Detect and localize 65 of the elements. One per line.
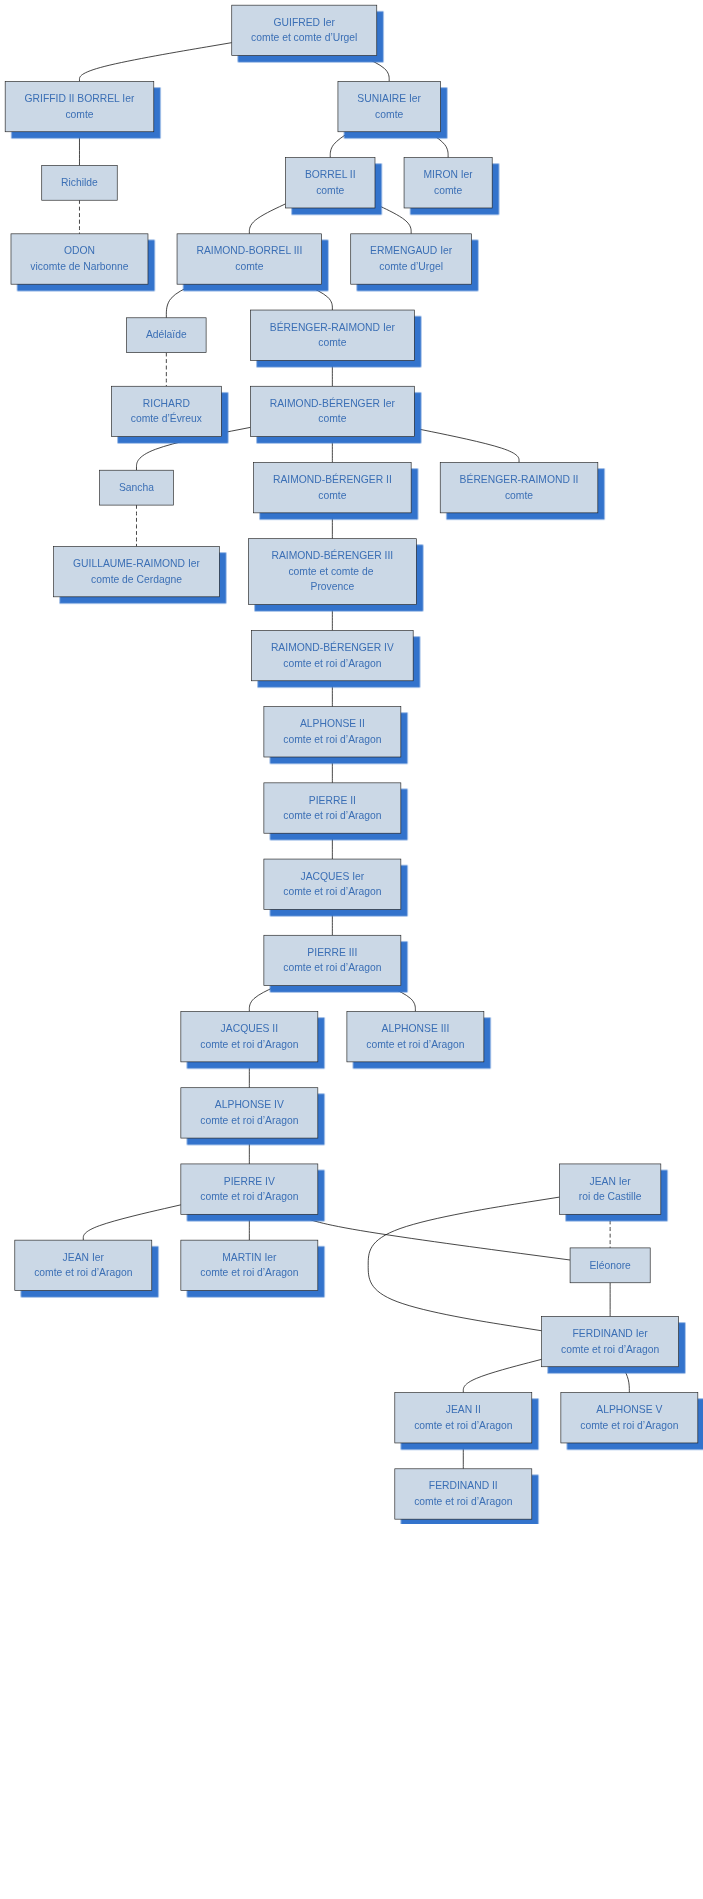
node-box: SUNIAIRE Ier comte xyxy=(337,81,441,133)
node-box: GRIFFID II BORREL Ier comte xyxy=(4,81,155,133)
node-box: Eléonore xyxy=(569,1247,651,1284)
connector xyxy=(374,203,412,235)
connector xyxy=(248,1061,250,1089)
connector xyxy=(413,427,520,463)
connector xyxy=(331,832,333,860)
node-box: JACQUES Ier comte et roi d’Aragon xyxy=(263,858,402,910)
connector xyxy=(462,1358,543,1393)
node-box: ALPHONSE V comte et roi d’Aragon xyxy=(560,1392,699,1444)
connector xyxy=(331,756,333,784)
node-box: MARTIN Ier comte et roi d’Aragon xyxy=(180,1239,319,1291)
connector xyxy=(622,1366,630,1393)
connector xyxy=(136,504,137,547)
node-box: ALPHONSE IV comte et roi d’Aragon xyxy=(180,1087,319,1139)
connector xyxy=(331,512,333,540)
connector xyxy=(331,360,333,387)
node-box: BORREL II comte xyxy=(285,157,376,209)
connector xyxy=(248,203,286,235)
connector xyxy=(609,1282,611,1317)
connector xyxy=(331,604,333,631)
node-box: FERDINAND Ier comte et roi d’Aragon xyxy=(541,1316,679,1368)
node-box: ODON vicomte de Narbonne xyxy=(10,233,149,285)
connector xyxy=(331,680,333,707)
node-box: RICHARD comte d’Évreux xyxy=(111,385,222,437)
node-box: PIERRE III comte et roi d’Aragon xyxy=(263,934,402,986)
connector xyxy=(82,1204,182,1241)
connector xyxy=(79,42,233,82)
node-box: JEAN II comte et roi d’Aragon xyxy=(394,1392,533,1444)
node-box: Adélaïde xyxy=(126,317,207,353)
connector xyxy=(367,1196,560,1332)
connector xyxy=(329,131,351,158)
node-box: GUIFRED Ier comte et comte d’Urgel xyxy=(231,4,378,56)
node-box: MIRON Ier comte xyxy=(403,157,493,209)
node-box: FERDINAND II comte et roi d’Aragon xyxy=(394,1468,533,1520)
node-box: RAIMOND-BORREL III comte xyxy=(176,233,322,285)
node-box: ALPHONSE III comte et roi d’Aragon xyxy=(346,1011,485,1063)
connector xyxy=(248,985,278,1012)
node-box: GUILLAUME-RAIMOND Ier comte de Cerdagne xyxy=(53,546,220,598)
connector xyxy=(331,436,333,463)
node-box: JACQUES II comte et roi d’Aragon xyxy=(180,1011,319,1063)
connector xyxy=(360,55,390,82)
connector xyxy=(248,1137,250,1165)
node-box: Sancha xyxy=(99,469,174,506)
connector xyxy=(165,352,167,387)
node-box: JEAN Ier comte et roi d’Aragon xyxy=(14,1239,153,1291)
connector xyxy=(331,909,333,936)
node-box: BÉRENGER-RAIMOND Ier comte xyxy=(250,309,415,361)
connector xyxy=(427,131,449,158)
connector xyxy=(79,131,80,166)
node-box: PIERRE IV comte et roi d’Aragon xyxy=(180,1163,319,1215)
node-box: JEAN Ier roi de Castille xyxy=(559,1163,662,1215)
node-box: BÉRENGER-RAIMOND II comte xyxy=(439,462,599,514)
node-box: Richilde xyxy=(41,165,118,201)
connector xyxy=(462,1442,464,1470)
connector xyxy=(248,1213,250,1241)
node-box: ERMENGAUD Ier comte d’Urgel xyxy=(350,233,472,285)
connector xyxy=(165,283,195,319)
connector xyxy=(386,985,416,1012)
node-box: RAIMOND-BÉRENGER Ier comte xyxy=(250,385,415,437)
node-box: RAIMOND-BÉRENGER III comte et comte de Provence xyxy=(248,538,417,605)
node-box: RAIMOND-BÉRENGER IV comte et roi d’Aragon xyxy=(251,630,414,682)
node-box: PIERRE II comte et roi d’Aragon xyxy=(263,782,402,834)
node-box: RAIMOND-BÉRENGER II comte xyxy=(253,462,412,514)
node-box: ALPHONSE II comte et roi d’Aragon xyxy=(263,706,402,758)
